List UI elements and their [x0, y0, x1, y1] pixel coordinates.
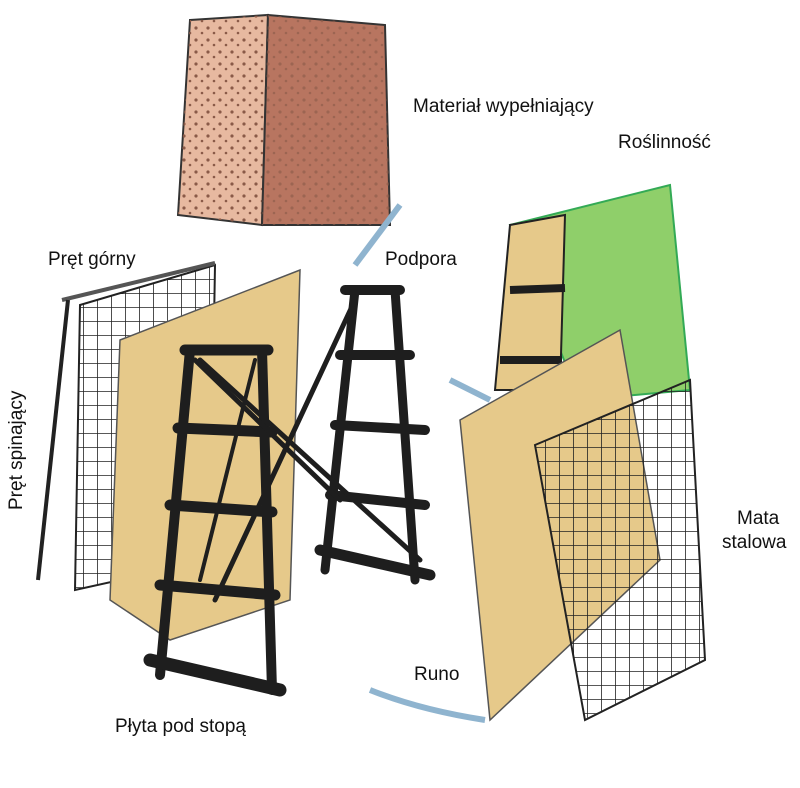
label-support: Podpora	[385, 249, 457, 270]
arrow-icon	[352, 203, 403, 267]
label-steel-mesh-1: Mata	[737, 508, 780, 529]
arrows	[352, 203, 492, 723]
steel-mesh	[533, 378, 707, 722]
front-frame	[143, 344, 343, 697]
label-steel-mesh-2: stalowa	[722, 532, 787, 553]
arrow-icon	[448, 377, 492, 403]
label-top-bar: Pręt górny	[48, 249, 136, 270]
label-foot-plate: Płyta pod stopą	[115, 716, 246, 737]
top-bar	[61, 261, 216, 302]
label-tie-bar: Pręt spinający	[6, 390, 27, 510]
fill-material-block	[176, 13, 392, 227]
label-fill-material: Materiał wypełniający	[413, 96, 594, 117]
label-vegetation: Roślinność	[618, 132, 711, 153]
arrow-icon	[368, 687, 486, 723]
label-fleece: Runo	[414, 664, 460, 685]
tie-bar	[36, 299, 70, 581]
